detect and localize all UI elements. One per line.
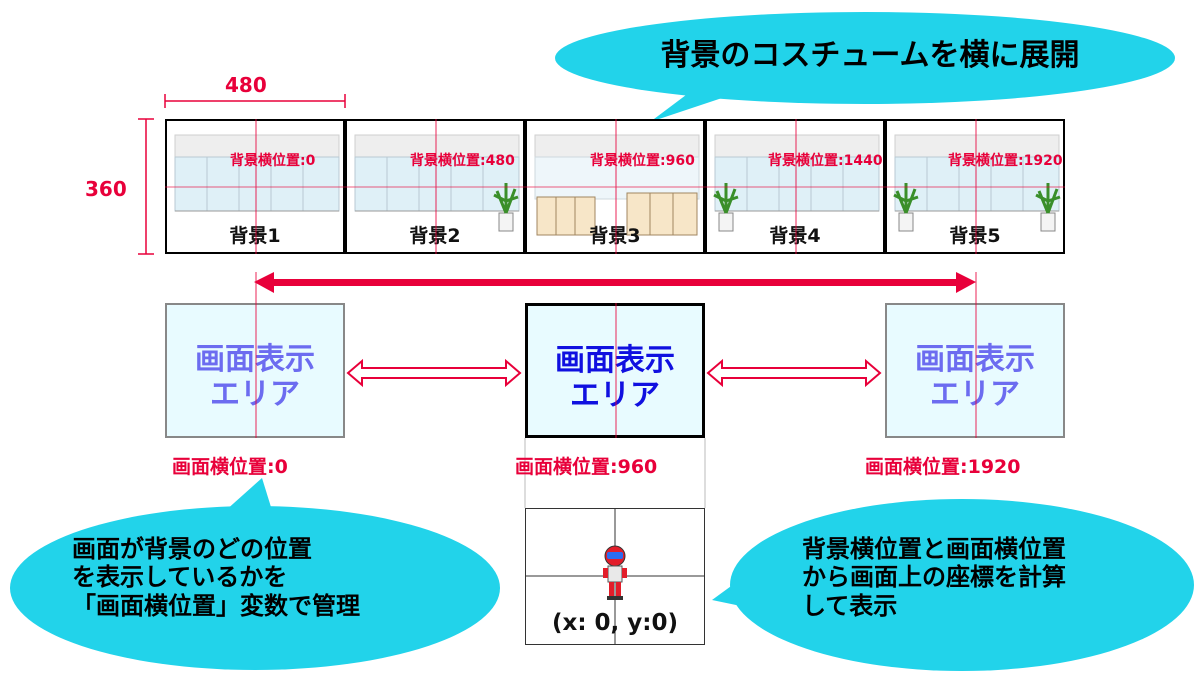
character-sprite-icon xyxy=(603,545,627,600)
width-dimension xyxy=(164,94,346,108)
left-bubble-line1: 画面が背景のどの位置 xyxy=(72,535,312,563)
title-bubble-shape xyxy=(555,12,1175,122)
title-bubble-text: 背景のコスチュームを横に展開 xyxy=(660,38,1080,73)
width-label: 480 xyxy=(225,73,267,97)
right-bubble-shape xyxy=(712,499,1194,671)
window-illustration xyxy=(174,134,340,212)
background-panel-5: 背景5 xyxy=(885,119,1065,254)
screen-arrow-right xyxy=(706,358,882,388)
background-panel-1: 背景1 xyxy=(165,119,345,254)
background-position-label-1: 背景横位置:0 xyxy=(230,153,316,169)
background-label: 背景3 xyxy=(589,225,641,247)
screen-label-line1: 画面表示 xyxy=(915,342,1035,377)
window-illustration xyxy=(713,134,880,232)
left-bubble-text: 画面が背景のどの位置 を表示しているかを 「画面横位置」変数で管理 xyxy=(72,535,360,620)
screen-label-line1: 画面表示 xyxy=(195,342,315,377)
background-panel-2: 背景2 xyxy=(345,119,525,254)
screen-position-label-960: 画面横位置:960 xyxy=(515,456,658,478)
background-panel-4: 背景4 xyxy=(705,119,885,254)
left-bubble-line2: を表示しているかを xyxy=(72,563,288,592)
right-bubble-line1: 背景横位置と画面横位置 xyxy=(802,535,1066,563)
screen-label-line2: エリア xyxy=(570,377,660,413)
scroll-range-arrow xyxy=(254,272,976,293)
screen-area-1920: 画面表示 エリア xyxy=(885,303,1065,438)
screen-label-line1: 画面表示 xyxy=(555,343,675,378)
background-position-label-5: 背景横位置:1920 xyxy=(948,153,1063,169)
height-label: 360 xyxy=(85,177,127,201)
background-position-label-3: 背景横位置:960 xyxy=(590,153,695,169)
background-panel-3: 背景3 xyxy=(525,119,705,254)
screen-label-line2: エリア xyxy=(210,376,300,412)
projection-lines xyxy=(524,438,706,508)
right-bubble-text: 背景横位置と画面横位置 から画面上の座標を計算 して表示 xyxy=(802,535,1066,620)
cabinet-illustration xyxy=(534,134,700,236)
background-label: 背景1 xyxy=(229,225,281,247)
background-label: 背景2 xyxy=(409,225,461,247)
right-bubble-line3: して表示 xyxy=(802,591,898,620)
background-position-label-4: 背景横位置:1440 xyxy=(768,153,883,169)
screen-position-label-1920: 画面横位置:1920 xyxy=(865,456,1021,478)
stage-coordinate-label: (x: 0, y:0) xyxy=(551,610,678,636)
window-illustration xyxy=(354,134,520,232)
window-illustration xyxy=(893,134,1061,232)
screen-arrow-left xyxy=(346,358,522,388)
background-label: 背景4 xyxy=(769,225,821,247)
background-label: 背景5 xyxy=(949,225,1001,247)
screen-area-960: 画面表示 エリア xyxy=(525,303,705,438)
screen-position-label-0: 画面横位置:0 xyxy=(172,456,288,478)
height-dimension xyxy=(138,118,154,255)
right-bubble-line2: から画面上の座標を計算 xyxy=(802,563,1066,592)
screen-area-0: 画面表示 エリア xyxy=(165,303,345,438)
left-bubble-shape xyxy=(10,478,500,670)
screen-label-line2: エリア xyxy=(930,376,1020,412)
background-position-label-2: 背景横位置:480 xyxy=(410,153,515,169)
left-bubble-line3: 「画面横位置」変数で管理 xyxy=(72,591,360,620)
stage-preview: (x: 0, y:0) xyxy=(525,508,705,645)
